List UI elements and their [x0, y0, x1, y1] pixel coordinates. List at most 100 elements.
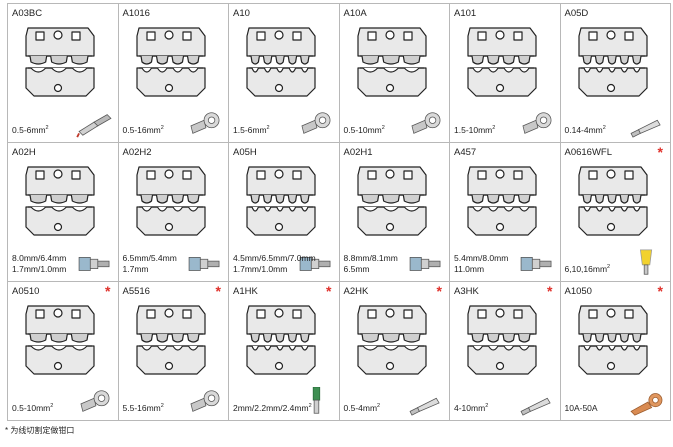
die-code: A5516 — [122, 286, 150, 297]
crimp-die-drawing — [135, 166, 206, 236]
die-spec: 1.5-10mm2 — [454, 123, 495, 136]
die-spec: 2mm/2.2mm/2.4mm2 — [233, 401, 312, 414]
die-code: A10A — [343, 8, 367, 19]
spec-range: 10A-50A — [564, 403, 598, 413]
die-card: A101 1.5-10mm2 — [450, 4, 561, 143]
spec-range: 8.8mm/8.1mm — [343, 253, 398, 263]
die-card: A3HK*4-10mm2 — [450, 282, 561, 421]
die-spec: 6,10,16mm2 — [565, 262, 611, 275]
custom-die-marker: * — [657, 283, 663, 299]
crimp-die-drawing — [135, 27, 206, 97]
spec-unit-exponent: 2 — [160, 125, 164, 132]
custom-die-marker: * — [436, 283, 442, 299]
die-card: A0510*0.5-10mm2 — [8, 282, 119, 421]
ring-terminal-icon — [521, 112, 551, 134]
crimp-die-drawing — [246, 305, 316, 375]
custom-die-marker: * — [326, 283, 332, 299]
ring-terminal-icon — [300, 112, 330, 134]
spec-unit-exponent: 2 — [381, 125, 385, 132]
spec-range-secondary: 1.7mm — [122, 264, 149, 274]
die-spec: 5.5-16mm2 — [123, 401, 164, 414]
die-spec: 10A-50A — [565, 403, 598, 414]
spec-unit-exponent: 2 — [377, 403, 381, 410]
spec-range-secondary: 1.7mm/1.0mm — [12, 264, 67, 274]
spec-range-secondary: 6.5mm — [343, 264, 370, 274]
copper-lug-icon — [630, 393, 663, 416]
die-code: A101 — [454, 8, 477, 19]
spec-range: 0.5-6mm — [12, 125, 46, 135]
custom-die-marker: * — [105, 283, 111, 299]
spec-range: 0.5-16mm — [122, 125, 161, 135]
crimp-die-drawing — [467, 305, 537, 375]
crimp-die-drawing — [246, 27, 316, 97]
die-spec: 0.5-16mm2 — [123, 123, 164, 136]
die-code: A02H — [12, 147, 36, 158]
crimp-die-drawing — [356, 27, 427, 97]
die-code: A1050 — [564, 286, 592, 297]
crimp-die-drawing — [577, 166, 648, 236]
bnc-connector-icon — [409, 257, 441, 271]
die-card: A2HK*0.5-4mm2 — [339, 282, 450, 421]
die-code: A02H1 — [343, 147, 373, 158]
spec-range: 6.5mm/5.4mm — [122, 253, 177, 263]
spec-unit-exponent: 2 — [602, 125, 606, 132]
ferrule-icon — [640, 249, 653, 275]
spec-range: 0.14-4mm — [564, 125, 603, 135]
crimp-die-drawing — [577, 27, 648, 97]
die-code: A02H2 — [122, 147, 152, 158]
spade-terminal-icon — [75, 114, 112, 138]
spec-range: 0.5-10mm — [12, 403, 51, 413]
bnc-connector-icon — [520, 257, 551, 271]
spec-unit-exponent: 2 — [160, 403, 164, 410]
spec-range-secondary: 1.7mm/1.0mm — [233, 264, 288, 274]
spec-unit-exponent: 2 — [308, 403, 312, 410]
crimp-die-drawing — [135, 305, 206, 375]
die-spec: 1.5-6mm2 — [233, 123, 270, 136]
die-code: A457 — [454, 147, 477, 158]
ring-terminal-icon — [190, 390, 220, 412]
die-code: A05D — [564, 8, 589, 19]
bnc-connector-icon — [188, 257, 220, 271]
spec-unit-exponent: 2 — [485, 403, 489, 410]
die-card: A1HK * 2mm/2.2mm/2.4mm2 — [229, 282, 340, 421]
spec-unit-exponent: 2 — [45, 125, 49, 132]
spec-unit-exponent: 2 — [50, 403, 54, 410]
crimp-die-drawing — [25, 166, 95, 236]
pin-terminal-icon — [409, 397, 440, 416]
crimp-die-drawing — [25, 305, 95, 375]
custom-die-marker: * — [547, 283, 553, 299]
die-spec: 0.5-6mm2 — [12, 123, 49, 136]
die-spec: 0.5-10mm2 — [12, 401, 53, 414]
spec-range: 0.5-10mm — [343, 125, 382, 135]
contact-pin-icon — [312, 387, 320, 414]
footnote: * 为线切割定做钳口 — [5, 426, 75, 435]
pin-terminal-icon — [630, 119, 661, 138]
spec-range: 5.5-16mm — [122, 403, 161, 413]
die-code: A3HK — [454, 286, 479, 297]
die-code: A10 — [233, 8, 250, 19]
spec-range: 0.5-4mm — [343, 403, 378, 413]
spec-unit-exponent: 2 — [492, 125, 496, 132]
crimp-die-drawing — [246, 166, 316, 236]
crimp-die-drawing — [356, 305, 427, 375]
spec-range: 1.5-6mm — [233, 125, 267, 135]
die-code: A0616WFL — [564, 147, 613, 158]
custom-die-marker: * — [215, 283, 221, 299]
spec-range: 1.5-10mm — [454, 125, 493, 135]
bnc-connector-icon — [299, 257, 330, 271]
spec-range-secondary: 11.0mm — [454, 264, 485, 274]
crimp-die-drawing — [577, 305, 648, 375]
spec-range: 6,10,16mm — [564, 264, 608, 274]
custom-die-marker: * — [657, 144, 663, 160]
die-code: A1HK — [233, 286, 258, 297]
spec-range: 8.0mm/6.4mm — [12, 253, 67, 263]
